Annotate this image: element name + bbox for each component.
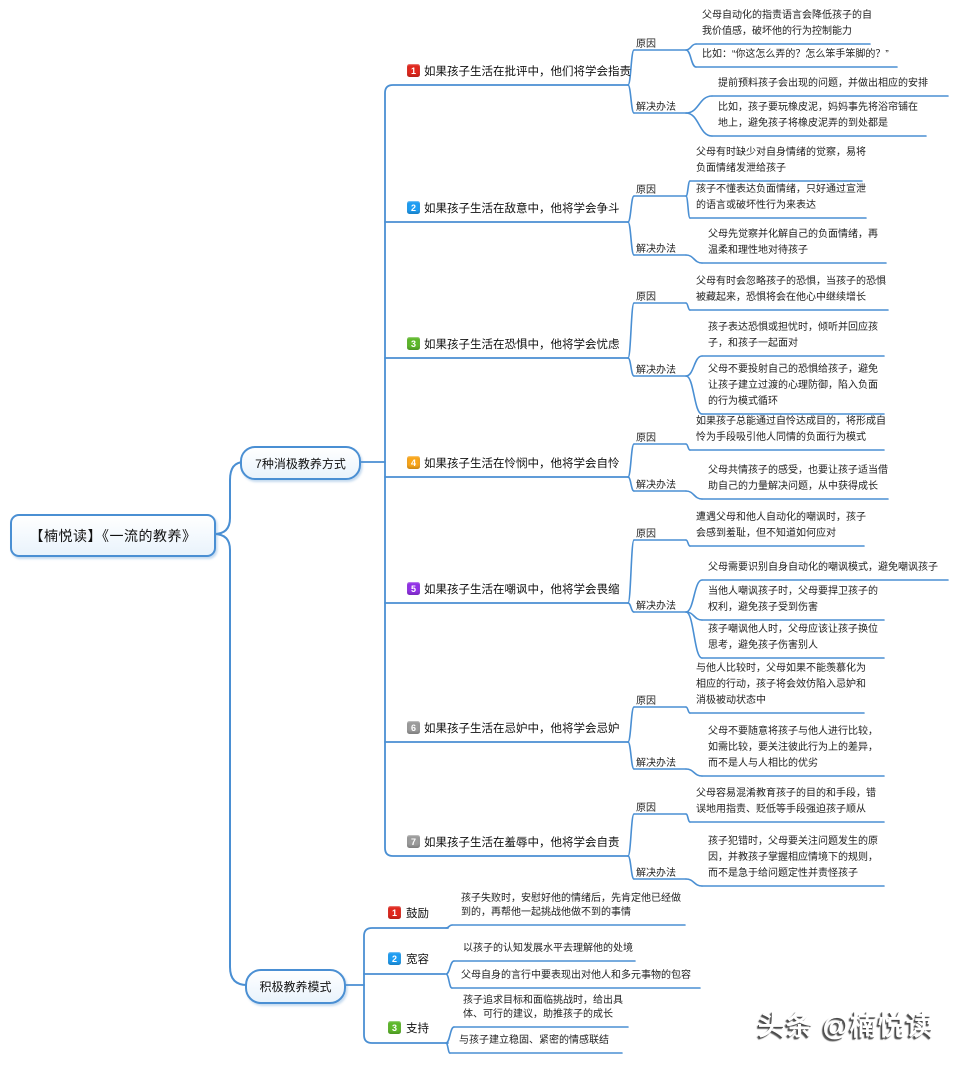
negative-item-3[interactable]: 如果孩子生活在恐惧中，他将学会忧虑: [424, 339, 620, 351]
negative-item-1[interactable]: 如果孩子生活在批评中，他们将学会指责: [424, 66, 631, 78]
solution-label[interactable]: 解决办法: [636, 601, 676, 612]
negative-reason-5-1[interactable]: 遭遇父母和他人自动化的嘲讽时，孩子 会感到羞耻，但不知道如何应对: [696, 512, 866, 539]
root-topic[interactable]: 【楠悦读】《一流的教养》: [10, 514, 216, 557]
positive-point-1-1[interactable]: 孩子失败时，安慰好他的情绪后，先肯定他已经做 到的，再帮他一起挑战他做不到的事情: [461, 893, 681, 918]
negative-item-5[interactable]: 如果孩子生活在嘲讽中，他将学会畏缩: [424, 584, 620, 596]
negative-solution-6-1[interactable]: 父母不要随意将孩子与他人进行比较， 如需比较，要关注彼此行为上的差异， 而不是人…: [708, 726, 878, 769]
priority-1-icon: 1: [407, 64, 420, 77]
negative-solution-2-1[interactable]: 父母先觉察并化解自己的负面情绪，再 温柔和理性地对待孩子: [708, 229, 878, 256]
negative-solution-3-1[interactable]: 孩子表达恐惧或担忧时，倾听并回应孩 子，和孩子一起面对: [708, 322, 878, 349]
negative-solution-5-3[interactable]: 孩子嘲讽他人时，父母应该让孩子换位 思考，避免孩子伤害别人: [708, 624, 878, 651]
solution-label[interactable]: 解决办法: [636, 480, 676, 491]
solution-label[interactable]: 解决办法: [636, 758, 676, 769]
priority-1-icon: 1: [388, 906, 401, 919]
priority-2-icon: 2: [407, 201, 420, 214]
solution-label[interactable]: 解决办法: [636, 868, 676, 879]
reason-label[interactable]: 原因: [636, 39, 656, 50]
negative-solution-1-2[interactable]: 比如，孩子要玩橡皮泥，妈妈事先将浴帘铺在 地上，避免孩子将橡皮泥弄的到处都是: [718, 102, 918, 129]
reason-label[interactable]: 原因: [636, 292, 656, 303]
watermark-toutiao: 头条 @楠悦读: [758, 1011, 934, 1041]
priority-7-icon: 7: [407, 835, 420, 848]
priority-6-icon: 6: [407, 721, 420, 734]
negative-item-4[interactable]: 如果孩子生活在怜悯中，他将学会自怜: [424, 458, 620, 470]
priority-3-icon: 3: [407, 337, 420, 350]
negative-reason-6-1[interactable]: 与他人比较时，父母如果不能羡慕化为 相应的行动，孩子将会效仿陷入忌妒和 消极被动…: [696, 663, 866, 706]
positive-item-3[interactable]: 支持: [406, 1023, 429, 1035]
solution-label[interactable]: 解决办法: [636, 102, 676, 113]
reason-label[interactable]: 原因: [636, 696, 656, 707]
negative-item-2[interactable]: 如果孩子生活在敌意中，他将学会争斗: [424, 203, 620, 215]
positive-item-1[interactable]: 鼓励: [406, 908, 429, 920]
negative-reason-7-1[interactable]: 父母容易混淆教育孩子的目的和手段，错 误地用指责、贬低等手段强迫孩子顺从: [696, 788, 876, 815]
negative-reason-2-1[interactable]: 父母有时缺少对自身情绪的觉察，易将 负面情绪发泄给孩子: [696, 147, 866, 174]
negative-reason-1-2[interactable]: 比如：“你这怎么弄的？怎么笨手笨脚的？”: [702, 49, 889, 60]
branch-positive-parenting[interactable]: 积极教养模式: [245, 969, 346, 1004]
negative-solution-3-2[interactable]: 父母不要投射自己的恐惧给孩子，避免 让孩子建立过渡的心理防御，陷入负面 的行为模…: [708, 364, 878, 407]
negative-reason-3-1[interactable]: 父母有时会忽略孩子的恐惧，当孩子的恐惧 被藏起来，恐惧将会在他心中继续增长: [696, 276, 886, 303]
negative-item-6[interactable]: 如果孩子生活在忌妒中，他将学会忌妒: [424, 723, 620, 735]
negative-solution-5-2[interactable]: 当他人嘲讽孩子时，父母要捍卫孩子的 权利，避免孩子受到伤害: [708, 586, 878, 613]
reason-label[interactable]: 原因: [636, 803, 656, 814]
priority-5-icon: 5: [407, 582, 420, 595]
priority-3-icon: 3: [388, 1021, 401, 1034]
branch-negative-parenting[interactable]: 7种消极教养方式: [240, 446, 361, 480]
negative-item-7[interactable]: 如果孩子生活在羞辱中，他将学会自责: [424, 837, 620, 849]
negative-reason-2-2[interactable]: 孩子不懂表达负面情绪，只好通过宣泄 的语言或破坏性行为来表达: [696, 184, 866, 211]
negative-solution-7-1[interactable]: 孩子犯错时，父母要关注问题发生的原 因，并教孩子掌握相应情境下的规则， 而不是急…: [708, 836, 878, 879]
priority-2-icon: 2: [388, 952, 401, 965]
positive-item-2[interactable]: 宽容: [406, 954, 429, 966]
negative-reason-1-1[interactable]: 父母自动化的指责语言会降低孩子的自 我价值感，破坏他的行为控制能力: [702, 10, 872, 37]
solution-label[interactable]: 解决办法: [636, 365, 676, 376]
solution-label[interactable]: 解决办法: [636, 244, 676, 255]
positive-point-3-2[interactable]: 与孩子建立稳固、紧密的情感联结: [459, 1035, 609, 1046]
negative-solution-1-1[interactable]: 提前预料孩子会出现的问题，并做出相应的安排: [718, 78, 928, 89]
positive-point-2-1[interactable]: 以孩子的认知发展水平去理解他的处境: [463, 943, 633, 954]
reason-label[interactable]: 原因: [636, 185, 656, 196]
positive-point-3-1[interactable]: 孩子追求目标和面临挑战时，给出具 体、可行的建议，助推孩子的成长: [463, 995, 623, 1020]
positive-point-2-2[interactable]: 父母自身的言行中要表现出对他人和多元事物的包容: [461, 970, 691, 981]
reason-label[interactable]: 原因: [636, 433, 656, 444]
negative-solution-5-1[interactable]: 父母需要识别自身自动化的嘲讽模式，避免嘲讽孩子: [708, 562, 938, 573]
reason-label[interactable]: 原因: [636, 529, 656, 540]
negative-solution-4-1[interactable]: 父母共情孩子的感受，也要让孩子适当借 助自己的力量解决问题，从中获得成长: [708, 465, 888, 492]
priority-4-icon: 4: [407, 456, 420, 469]
negative-reason-4-1[interactable]: 如果孩子总能通过自怜达成目的，将形成自 怜为手段吸引他人同情的负面行为模式: [696, 416, 886, 443]
